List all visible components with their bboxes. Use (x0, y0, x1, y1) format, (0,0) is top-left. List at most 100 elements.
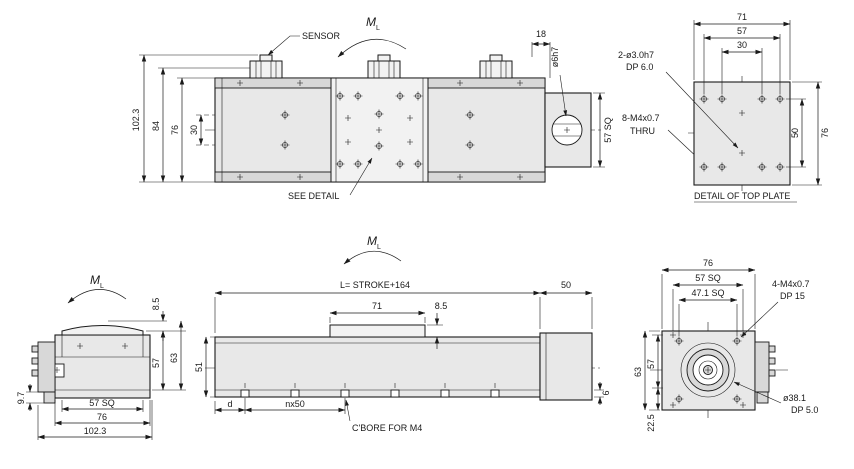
dim-51: 51 (194, 336, 217, 398)
dim-57sq-label: 57 SQ (603, 117, 613, 143)
dim-57sq-bottom: 57 SQ (61, 398, 144, 412)
cbore-leader (345, 399, 351, 422)
dim-76-label: 76 (170, 125, 180, 135)
sensor-rail-section (31, 341, 56, 404)
view-top-plan: SENSOR M L 102.3 84 76 30 (131, 15, 701, 201)
dim-71-side: 71 (329, 301, 426, 323)
moment-subscript: L (100, 283, 104, 290)
dim-57sq-label: 57 SQ (695, 273, 721, 283)
sensor-callout: SENSOR (267, 31, 341, 56)
sensor-block-1 (249, 54, 283, 79)
thread-note-line1: 8-M4x0.7 (622, 113, 660, 123)
dim-63-right: 63 (633, 330, 660, 411)
body-internal-lines (55, 335, 150, 391)
cbore-holes (240, 383, 500, 398)
dim-18: 18 (531, 29, 551, 78)
dim-d: d nx50 (214, 398, 346, 414)
detail-title: DETAIL OF TOP PLATE (694, 191, 790, 201)
dim-84-label: 84 (151, 121, 161, 131)
pilot-note-line1: ø38.1 (783, 393, 806, 403)
dim-63-label: 63 (633, 367, 643, 377)
view-side-elevation: M L L= STROKE+164 50 71 (194, 234, 611, 433)
stage-body-side (214, 336, 541, 398)
moment-arc (337, 38, 407, 58)
flange-note-line1: 4-M4x0.7 (772, 279, 810, 289)
top-plate-detail (693, 81, 791, 186)
shaft-dia-leader (559, 74, 568, 117)
dim-plate-71: 71 (693, 12, 791, 80)
dim-6-label: 6 (601, 390, 611, 395)
dim-76-right: 76 (661, 258, 756, 329)
dim-plate-76: 76 (792, 81, 830, 186)
moment-subscript: L (377, 244, 381, 251)
dim-d-label: d (227, 399, 232, 409)
dowel-note-leader (665, 71, 739, 149)
motor-flange (680, 342, 736, 398)
dim-nx50-label: nx50 (285, 399, 305, 409)
dim-8-5-label: 8.5 (151, 298, 161, 311)
dim-18-label: 18 (536, 29, 546, 39)
table-crown (61, 325, 144, 336)
dim-stroke-label: L= STROKE+164 (340, 280, 410, 290)
dim-63-label: 63 (169, 353, 179, 363)
dim-stroke-length: L= STROKE+164 50 (214, 280, 593, 333)
dim-30: 30 (189, 114, 204, 146)
see-detail-leader (349, 157, 373, 196)
dim-30-label: 30 (189, 125, 199, 135)
moment-label: M (366, 15, 376, 29)
view-end-right: 76 57 SQ 47.1 SQ 4-M4x0.7 DP 15 63 57 (633, 258, 818, 432)
moment-label: M (90, 273, 100, 287)
moment-load-symbol-top: M L (337, 15, 407, 58)
dim-9-7: 9.7 (16, 384, 44, 411)
dim-84: 84 (151, 67, 250, 183)
moment-load-symbol-left: M L (67, 273, 127, 304)
moment-arc (67, 289, 127, 304)
dim-50-label: 50 (561, 280, 571, 290)
coupling-slot-lines (553, 123, 581, 137)
thread-note: 8-M4x0.7 THRU (622, 113, 701, 161)
motor-coupling-housing (544, 92, 592, 168)
dim-47sq: 47.1 SQ (678, 288, 738, 336)
sensor-block-2 (367, 54, 401, 79)
dim-30-label: 30 (737, 40, 747, 50)
sensor-leader (267, 35, 300, 56)
dim-76: 76 (170, 77, 215, 183)
cbore-callout: C'BORE FOR M4 (345, 399, 422, 433)
stage-body-end-left (54, 334, 151, 399)
dim-57sq-right: 57 SQ (672, 273, 744, 331)
dim-57sq-top-view: 57 SQ (593, 92, 613, 168)
dowel-note: 2-ø3.0h7 DP 6.0 (618, 50, 739, 149)
detail-title-group: DETAIL OF TOP PLATE (694, 191, 797, 203)
cbore-label: C'BORE FOR M4 (352, 423, 422, 433)
rail-foot (43, 391, 56, 404)
shaft-dia-label: ø6h7 (550, 47, 560, 68)
see-detail-label: SEE DETAIL (288, 191, 339, 201)
dim-22-5: 22.5 (646, 387, 661, 432)
dim-plate-57: 57 (703, 26, 781, 94)
dim-76-label: 76 (97, 412, 107, 422)
thread-note-line2: THRU (630, 126, 655, 136)
dim-76-bottom: 76 (54, 400, 151, 426)
dim-8-5-side: 8.5 (427, 301, 447, 349)
dim-102-3-bottom: 102.3 (37, 400, 153, 440)
dim-51-label: 51 (194, 362, 204, 372)
moment-label: M (367, 234, 377, 248)
flange-thread-note: 4-M4x0.7 DP 15 (740, 279, 810, 338)
sensor-block-3 (479, 54, 513, 79)
body-lines-side (215, 342, 540, 391)
sensor-label: SENSOR (302, 31, 341, 41)
dim-63-left: 63 (169, 320, 184, 391)
view-detail-top-plate: 71 57 30 50 76 2-ø3.0h7 DP 6.0 DETA (618, 12, 830, 203)
dim-102-3-label: 102.3 (131, 109, 141, 132)
pilot-note: ø38.1 DP 5.0 (733, 381, 818, 415)
see-detail-callout: SEE DETAIL (288, 157, 373, 201)
pilot-note-line2: DP 5.0 (791, 405, 818, 415)
dim-57-label: 57 (151, 358, 161, 368)
dim-71-label: 71 (737, 12, 747, 22)
dim-71-label: 71 (372, 301, 382, 311)
dowel-note-line1: 2-ø3.0h7 (618, 50, 654, 60)
dim-57-right: 57 (646, 334, 663, 389)
shaft-dia-callout: ø6h7 (550, 47, 568, 117)
view-end-left: M L 8.5 57 63 (16, 273, 186, 440)
